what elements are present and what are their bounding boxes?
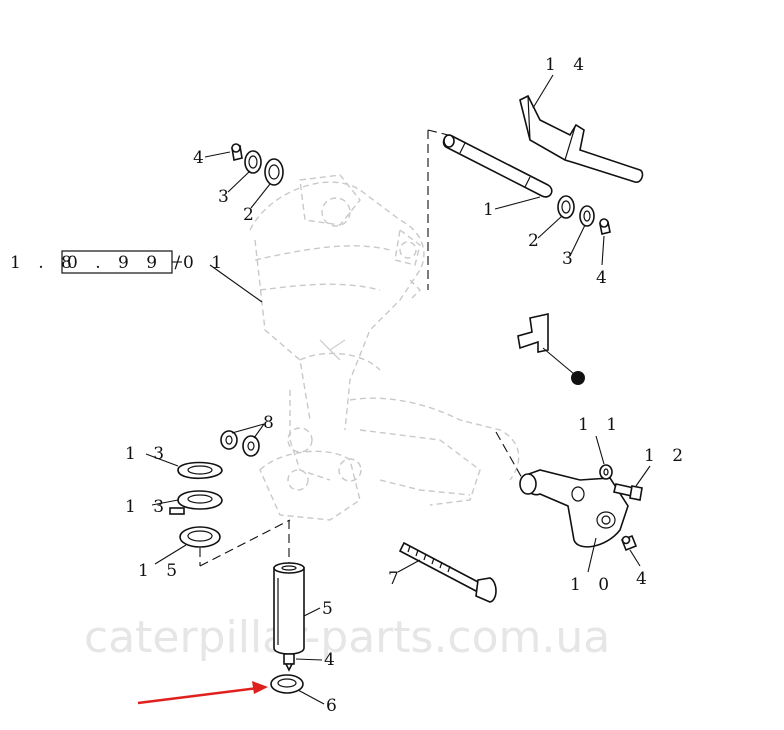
part-3-washer-left: 3	[218, 150, 262, 207]
part-4-grease-fitting-right: 4	[596, 218, 613, 288]
callout-5: 5	[322, 599, 339, 619]
part-6-snap-ring: 6	[270, 674, 343, 716]
callout-4-left: 4	[193, 148, 210, 168]
reference-prefix: 1 . 8	[10, 253, 78, 273]
callout-15: 1 5	[138, 561, 183, 581]
callout-7: 7	[388, 569, 405, 589]
part-5-pin: 5	[273, 520, 339, 655]
callout-13-upper: 1 3	[125, 444, 170, 464]
part-4-grease-fitting-left: 4	[193, 143, 243, 168]
part-13-shim-upper: 1 3	[125, 444, 223, 480]
phantom-line-left	[199, 519, 291, 567]
highlight-arrow	[137, 681, 268, 705]
part-11-washer: 1 1	[578, 415, 623, 480]
part-4-grease-fitting-bottom: 4	[283, 650, 341, 672]
reference-leader	[209, 264, 263, 303]
part-1-pin: 1	[442, 134, 553, 220]
part-15-ring: 1 5	[138, 526, 221, 581]
ghost-frame	[249, 174, 520, 521]
watermark-text: caterpillar-parts.com.ua	[84, 612, 610, 663]
callout-14: 1 4	[545, 55, 590, 75]
bracket-detail	[517, 313, 585, 385]
phantom-line-top-2	[427, 129, 453, 137]
part-2-washer-left: 2	[243, 158, 284, 225]
phantom-line-right	[495, 431, 523, 479]
reference-label: 1 . 8 0 . 9 9 / 0 1	[10, 250, 263, 303]
callout-6: 6	[326, 696, 343, 716]
callout-10: 1 0	[570, 575, 615, 595]
callout-3-left: 3	[218, 187, 235, 207]
part-7-bolt: 7	[388, 541, 497, 603]
part-13-shim-lower: 1 3	[125, 490, 223, 517]
part-8-washers: 8	[220, 413, 280, 457]
callout-4-bottom: 4	[324, 650, 341, 670]
reference-boxed-text: 0 . 9 9 /	[67, 253, 186, 273]
callout-2-right: 2	[528, 231, 545, 251]
part-2-washer-right: 2	[528, 195, 575, 251]
callout-8: 8	[263, 413, 280, 433]
part-14-lever: 1 4	[519, 55, 644, 183]
callout-2-left: 2	[243, 205, 260, 225]
callout-4-right: 4	[596, 268, 613, 288]
callout-11: 1 1	[578, 415, 623, 435]
callout-13-lower: 1 3	[125, 497, 170, 517]
callout-1: 1	[483, 200, 500, 220]
callout-12: 1 2	[644, 446, 689, 466]
reference-suffix: 0 1	[183, 253, 228, 273]
callout-4-lower-right: 4	[636, 569, 653, 589]
part-4-grease-fitting-lower-right: 4	[620, 534, 653, 589]
part-3-washer-right: 3	[562, 205, 595, 269]
note-dot	[571, 371, 585, 385]
part-10-pivot-arm: 1 0	[495, 431, 629, 595]
callout-3-right: 3	[562, 249, 579, 269]
part-12-bolt: 1 2	[613, 446, 689, 501]
